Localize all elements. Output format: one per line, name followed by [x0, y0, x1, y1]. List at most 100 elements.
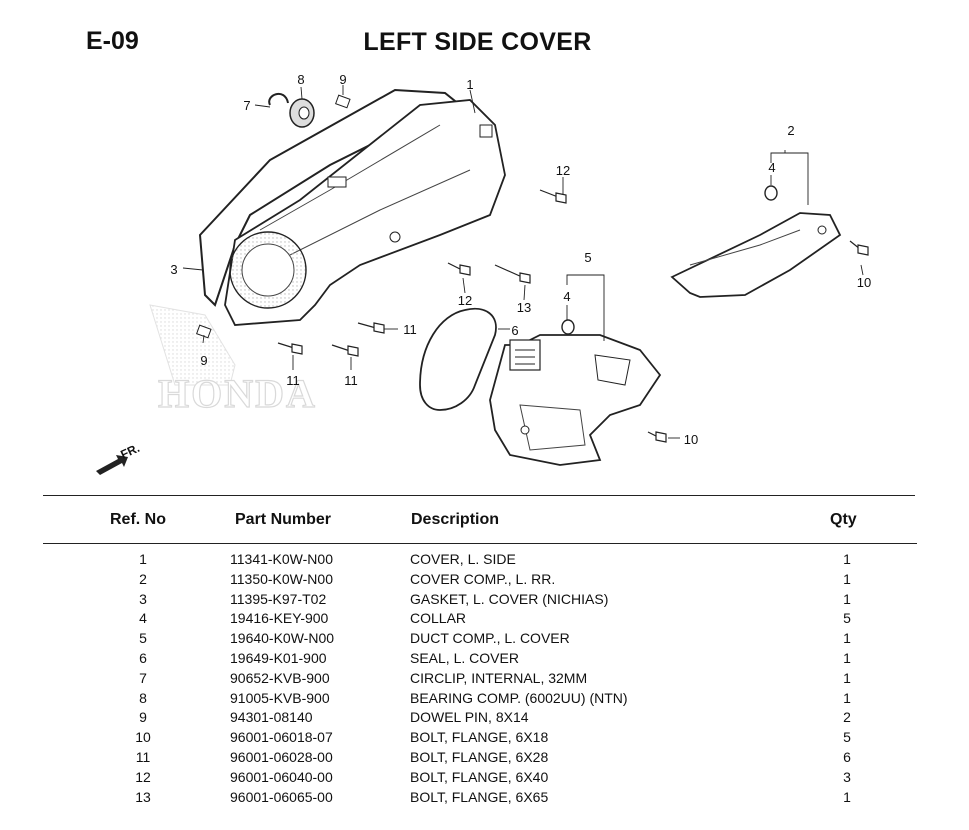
callout-6: 6 — [511, 323, 518, 338]
cell-qty: 1 — [843, 689, 851, 706]
cell-qty: 2 — [843, 709, 851, 726]
callout-4-lower: 4 — [563, 289, 570, 304]
dowel-pin-upper — [335, 94, 351, 109]
callout-1: 1 — [466, 77, 473, 92]
table-row: 8 91005-KVB-900 BEARING COMP. (6002UU) (… — [0, 689, 969, 709]
callout-3: 3 — [170, 262, 177, 277]
cell-qty: 1 — [843, 788, 851, 805]
cell-part-number: 11341-K0W-N00 — [230, 551, 333, 567]
callout-10-upper: 10 — [857, 275, 871, 290]
cell-description: COVER, L. SIDE — [410, 551, 516, 567]
rear-cover — [670, 212, 842, 298]
cell-ref: 11 — [135, 748, 151, 765]
parts-table-body: 1 11341-K0W-N00 COVER, L. SIDE 1 2 11350… — [0, 550, 969, 807]
header-description: Description — [411, 511, 500, 528]
cell-part-number: 96001-06040-00 — [230, 768, 333, 785]
table-row: 4 19416-KEY-900 COLLAR 5 — [0, 609, 969, 629]
bolt-11-c — [331, 344, 359, 357]
table-row: 13 96001-06065-00 BOLT, FLANGE, 6X65 1 — [0, 788, 969, 808]
callout-2: 2 — [787, 123, 794, 138]
cell-description: BOLT, FLANGE, 6X40 — [410, 768, 549, 785]
cell-description: BOLT, FLANGE, 6X65 — [410, 788, 549, 805]
cell-part-number: 96001-06065-00 — [230, 788, 333, 805]
cell-ref: 10 — [135, 729, 151, 746]
cell-description: COLLAR — [410, 610, 467, 627]
cell-qty: 3 — [843, 768, 851, 785]
seal-ring — [419, 307, 497, 411]
table-row: 6 19649-K01-900 SEAL, L. COVER 1 — [0, 649, 969, 669]
callout-12-lower: 12 — [458, 293, 472, 308]
watermark-text: HONDA — [158, 371, 317, 416]
cell-ref: 3 — [139, 590, 147, 607]
cell-part-number: 11395-K97-T02 — [230, 590, 327, 607]
cell-qty: 1 — [843, 570, 851, 587]
table-row: 12 96001-06040-00 BOLT, FLANGE, 6X40 3 — [0, 768, 969, 788]
dowel-pin-lower — [196, 324, 212, 339]
cell-part-number: 19416-KEY-900 — [230, 610, 329, 627]
cell-description: GASKET, L. COVER (NICHIAS) — [410, 590, 609, 607]
cell-qty: 5 — [843, 610, 851, 627]
table-header: Ref. No Part Number Description Qty — [0, 511, 969, 533]
front-arrow: FR. — [96, 441, 142, 475]
page-title: LEFT SIDE COVER — [363, 28, 592, 56]
bolt-12-upper — [539, 189, 567, 204]
callout-7: 7 — [243, 98, 250, 113]
table-row: 3 11395-K97-T02 GASKET, L. COVER (NICHIA… — [0, 590, 969, 610]
cell-description: DUCT COMP., L. COVER — [410, 630, 570, 647]
callout-9-upper: 9 — [339, 72, 346, 87]
callout-9-lower: 9 — [200, 353, 207, 368]
cell-qty: 6 — [843, 748, 851, 765]
cell-ref: 13 — [135, 788, 151, 805]
bolt-11-a — [357, 322, 385, 334]
cell-description: CIRCLIP, INTERNAL, 32MM — [410, 669, 588, 686]
callout-8: 8 — [297, 72, 304, 87]
table-row: 1 11341-K0W-N00 COVER, L. SIDE 1 — [0, 550, 969, 570]
cell-part-number: 91005-KVB-900 — [230, 689, 330, 706]
table-row: 9 94301-08140 DOWEL PIN, 8X14 2 — [0, 708, 969, 728]
cell-qty: 5 — [843, 729, 851, 746]
cell-ref: 7 — [139, 669, 147, 686]
exploded-parts-diagram: HONDA — [0, 65, 969, 495]
callout-10-lower: 10 — [684, 432, 698, 447]
bolt-10-lower — [647, 431, 667, 443]
cell-qty: 1 — [843, 630, 851, 647]
cell-part-number: 96001-06028-00 — [230, 748, 333, 765]
cell-description: DOWEL PIN, 8X14 — [410, 709, 529, 726]
cell-qty: 1 — [843, 649, 851, 666]
cell-ref: 1 — [139, 551, 147, 567]
cell-part-number: 19649-K01-900 — [230, 649, 327, 666]
cell-part-number: 94301-08140 — [230, 709, 313, 726]
left-side-cover — [224, 99, 506, 326]
table-row: 10 96001-06018-07 BOLT, FLANGE, 6X18 5 — [0, 728, 969, 748]
cell-part-number: 96001-06018-07 — [230, 729, 333, 746]
header-ref-no: Ref. No — [110, 511, 166, 528]
front-arrow-label: FR. — [118, 441, 141, 462]
header-qty: Qty — [830, 511, 857, 528]
table-row: 5 19640-K0W-N00 DUCT COMP., L. COVER 1 — [0, 629, 969, 649]
circlip — [268, 92, 289, 106]
cell-qty: 1 — [843, 590, 851, 607]
cell-part-number: 90652-KVB-900 — [230, 669, 330, 686]
cell-description: BEARING COMP. (6002UU) (NTN) — [410, 689, 628, 706]
cell-ref: 9 — [139, 709, 147, 726]
cell-ref: 5 — [139, 630, 147, 647]
callout-5: 5 — [584, 250, 591, 265]
cell-ref: 6 — [139, 649, 147, 666]
collar-upper — [764, 185, 778, 201]
cell-ref: 8 — [139, 689, 147, 706]
callout-11-a: 11 — [403, 322, 417, 337]
bolt-12-lower — [447, 262, 471, 276]
bolt-11-b — [277, 342, 303, 355]
cell-ref: 12 — [135, 768, 151, 785]
callout-11-b: 11 — [286, 373, 300, 388]
cell-part-number: 11350-K0W-N00 — [230, 570, 333, 587]
cell-qty: 1 — [843, 669, 851, 686]
cell-description: SEAL, L. COVER — [410, 649, 519, 666]
bolt-13 — [494, 264, 531, 284]
table-header-rule — [43, 543, 917, 544]
table-row: 2 11350-K0W-N00 COVER COMP., L. RR. 1 — [0, 570, 969, 590]
cell-ref: 4 — [139, 610, 147, 627]
table-top-rule — [43, 495, 915, 496]
cell-part-number: 19640-K0W-N00 — [230, 630, 335, 647]
table-row: 7 90652-KVB-900 CIRCLIP, INTERNAL, 32MM … — [0, 669, 969, 689]
